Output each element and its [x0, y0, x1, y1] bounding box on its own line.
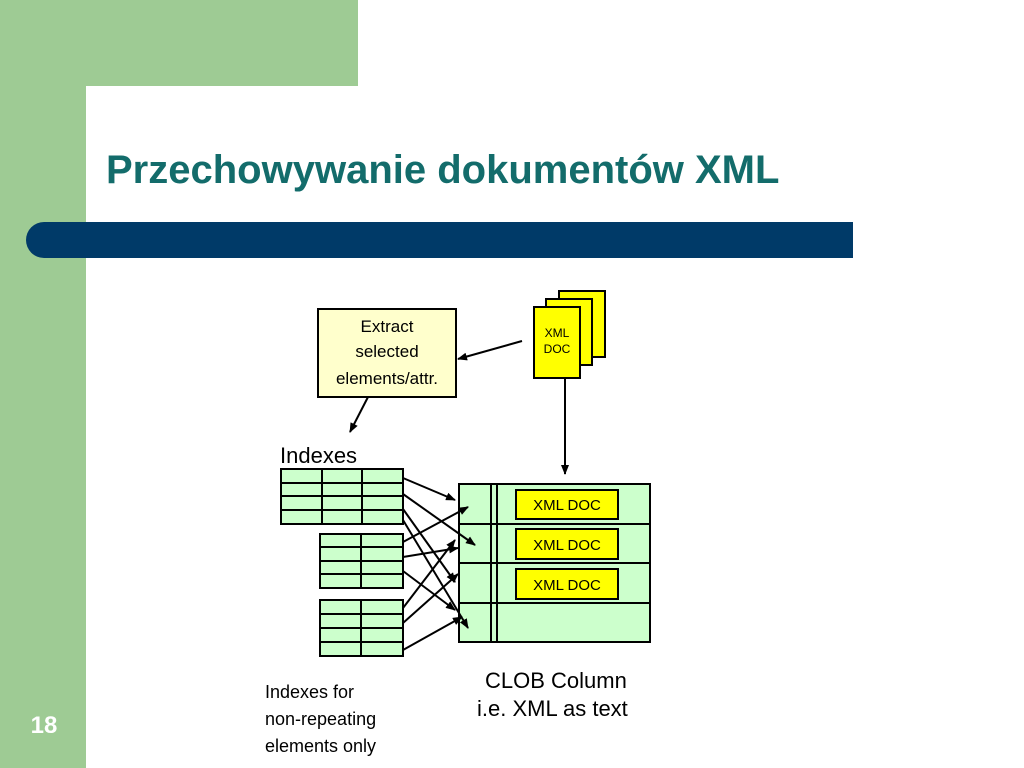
- extract-box: Extract selected elements/attr.: [317, 308, 457, 398]
- xml-doc-stack-line-1: XML: [545, 326, 570, 340]
- indexes-label: Indexes: [280, 443, 357, 468]
- clob-cell-2: XML DOC: [533, 537, 601, 554]
- arrow-extract-to-indexes: [349, 396, 369, 433]
- arrow-index2-a: [402, 506, 469, 543]
- extract-line-3: elements/attr.: [336, 369, 438, 388]
- indexes-note-line-2: non-repeating: [265, 709, 376, 729]
- arrow-index1-b: [402, 493, 476, 546]
- indexes-note-line-1: Indexes for: [265, 682, 354, 702]
- clob-caption-line-1: CLOB Column: [485, 668, 627, 693]
- slide-number: 18: [30, 712, 58, 739]
- arrow-index1-d: [402, 519, 469, 629]
- arrow-doc-to-extract: [457, 340, 523, 361]
- diagram-arrows: [349, 340, 569, 651]
- arrow-index1-c: [402, 508, 456, 583]
- clob-cell-3: XML DOC: [533, 577, 601, 594]
- content-corner: [86, 86, 166, 166]
- arrow-index1-a: [402, 477, 456, 501]
- xml-doc-stack-line-2: DOC: [544, 342, 571, 356]
- extract-line-1: Extract: [361, 317, 414, 336]
- indexes-note-line-3: elements only: [265, 736, 376, 756]
- index-table-3: [319, 599, 404, 657]
- xml-doc-stack: XML DOC: [533, 290, 606, 379]
- arrow-index3-a: [402, 539, 456, 609]
- extract-line-2: selected: [355, 342, 418, 361]
- clob-caption-line-2: i.e. XML as text: [477, 696, 628, 721]
- clob-cell-1: XML DOC: [533, 497, 601, 514]
- clob-column-table: XML DOC XML DOC XML DOC: [458, 483, 651, 643]
- index-table-1: [280, 468, 404, 525]
- arrow-index2-b: [402, 545, 459, 558]
- arrow-index2-c: [402, 570, 456, 611]
- slide-title: Przechowywanie dokumentów XML: [106, 148, 780, 192]
- title-underline-bar: [26, 222, 853, 258]
- index-table-2: [319, 533, 404, 589]
- arrow-index3-c: [402, 616, 463, 651]
- sidebar-left-band: [0, 0, 86, 768]
- arrow-index3-b: [402, 573, 459, 624]
